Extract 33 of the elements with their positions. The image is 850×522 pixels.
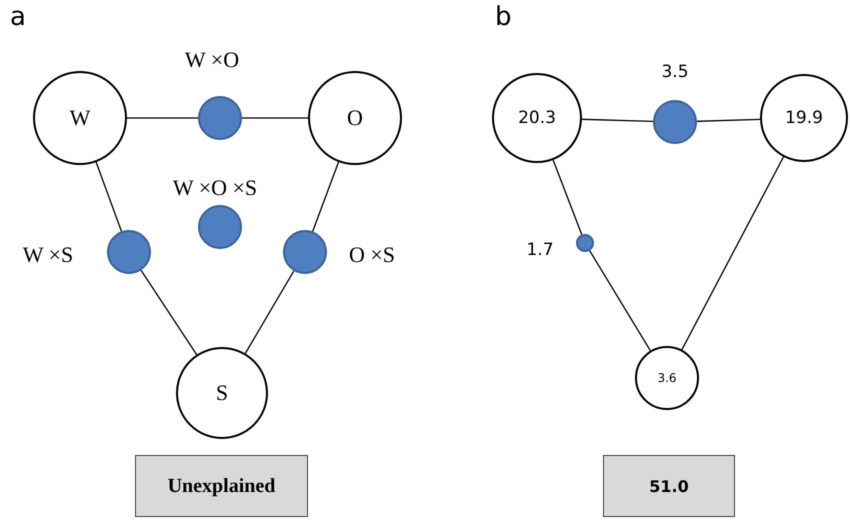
interaction-circle — [198, 205, 242, 249]
connector-line — [681, 156, 784, 350]
connector-line — [552, 160, 582, 235]
connector-line — [312, 162, 340, 232]
interaction-label: O ×S — [348, 242, 396, 268]
factor-circle: W — [33, 71, 127, 165]
factor-circle: S — [176, 347, 268, 439]
interaction-label: W ×O ×S — [172, 175, 258, 201]
interaction-circle — [107, 230, 151, 274]
connector-line — [582, 118, 654, 122]
result-box: 51.0 — [603, 455, 735, 517]
factor-circle: 19.9 — [760, 74, 848, 162]
connector-line — [589, 250, 651, 351]
interaction-circle — [576, 234, 594, 252]
connector-line — [244, 270, 294, 354]
connector-line — [96, 162, 122, 232]
interaction-label: W ×O — [184, 47, 240, 73]
interaction-circle — [198, 96, 242, 140]
interaction-label: 1.7 — [526, 240, 554, 260]
connector-line — [242, 117, 308, 119]
factor-circle: 20.3 — [492, 73, 582, 163]
connector-line — [140, 270, 198, 355]
interaction-label: 3.5 — [661, 62, 689, 82]
factor-circle: 3.6 — [635, 346, 699, 410]
interaction-label: W ×S — [22, 242, 74, 268]
interaction-circle — [653, 100, 697, 144]
interaction-circle — [283, 230, 327, 274]
connector-line — [127, 117, 198, 119]
factor-circle: O — [308, 71, 402, 165]
panel-letter: b — [495, 2, 512, 32]
connector-line — [696, 118, 760, 122]
result-box: Unexplained — [135, 455, 308, 517]
panel-letter: a — [10, 2, 26, 32]
